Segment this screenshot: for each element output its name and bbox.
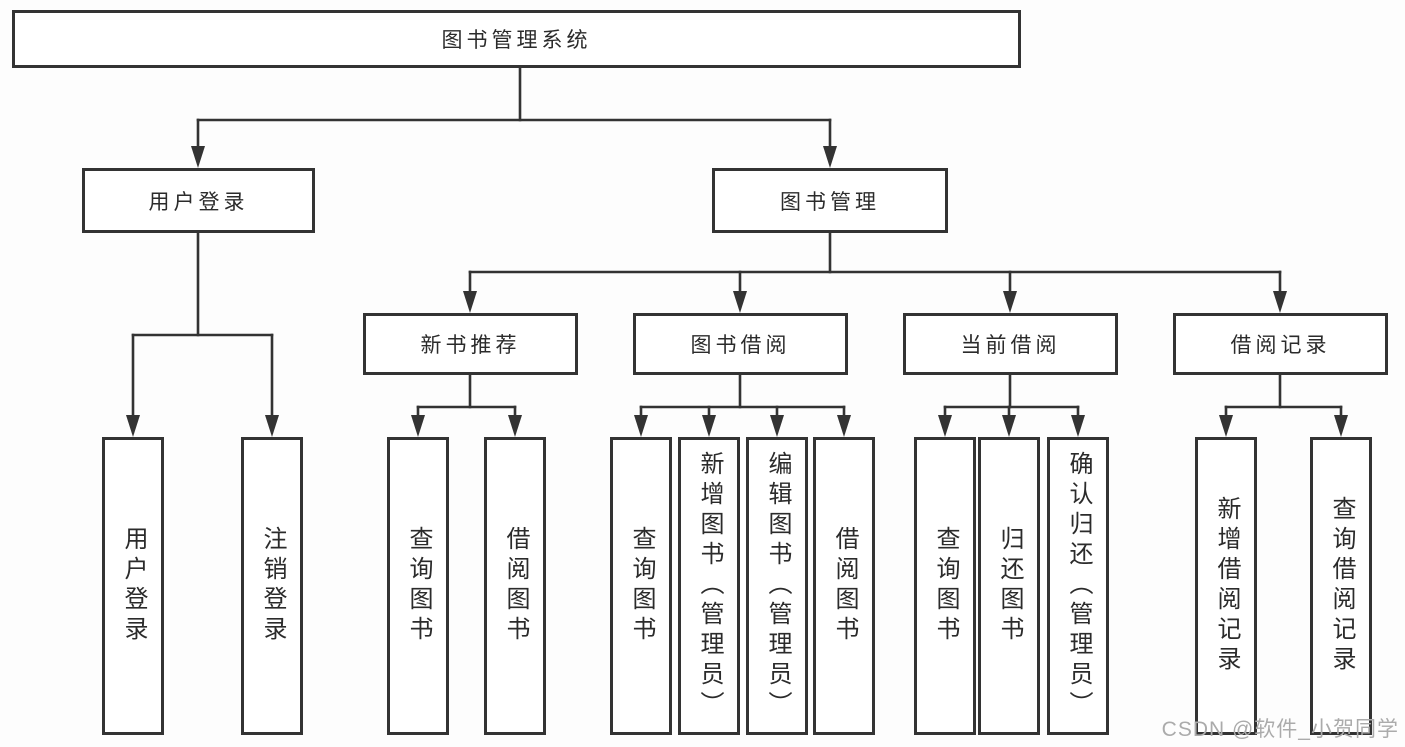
leaf-confirm-return: 确认归还（管理员） [1047,437,1109,735]
leaf-logout: 注销登录 [241,437,303,735]
csdn-watermark: CSDN @软件_小贺同学 [1161,718,1399,741]
leaf-add-books-label: 新增图书（管理员） [696,451,723,721]
leaf-query-borrow-record: 查询借阅记录 [1310,437,1372,735]
node-borrow-records-label: 借阅记录 [1230,334,1331,357]
node-book-borrow-label: 图书借阅 [690,334,791,357]
leaf-add-borrow-record-label: 新增借阅记录 [1213,496,1240,676]
leaf-query-books-c: 查询图书 [914,437,976,735]
node-borrow-records: 借阅记录 [1173,313,1388,375]
leaf-query-books-a-label: 查询图书 [405,526,432,646]
leaf-user-login-label: 用户登录 [120,526,147,646]
node-current-borrow-label: 当前借阅 [960,334,1061,357]
leaf-query-books-b-label: 查询图书 [628,526,655,646]
leaf-borrow-books-a-label: 借阅图书 [502,526,529,646]
leaf-confirm-return-label: 确认归还（管理员） [1065,451,1092,721]
node-book-mgmt-label: 图书管理 [780,190,880,214]
leaf-query-books-c-label: 查询图书 [932,526,959,646]
leaf-edit-books: 编辑图书（管理员） [746,437,808,735]
node-root: 图书管理系统 [12,10,1021,68]
node-book-mgmt: 图书管理 [712,168,948,233]
node-root-label: 图书管理系统 [441,29,592,52]
node-user-login-label: 用户登录 [148,190,249,214]
node-book-borrow: 图书借阅 [633,313,848,375]
leaf-return-books-label: 归还图书 [996,526,1023,646]
node-new-book-rec-label: 新书推荐 [420,334,521,357]
node-current-borrow: 当前借阅 [903,313,1118,375]
leaf-return-books: 归还图书 [978,437,1040,735]
node-new-book-rec: 新书推荐 [363,313,578,375]
node-user-login: 用户登录 [82,168,315,233]
leaf-borrow-books-a: 借阅图书 [484,437,546,735]
leaf-query-books-a: 查询图书 [387,437,449,735]
leaf-borrow-books-b-label: 借阅图书 [831,526,858,646]
leaf-add-books: 新增图书（管理员） [678,437,740,735]
leaf-add-borrow-record: 新增借阅记录 [1195,437,1257,735]
leaf-query-books-b: 查询图书 [610,437,672,735]
leaf-user-login: 用户登录 [102,437,164,735]
leaf-query-borrow-record-label: 查询借阅记录 [1328,496,1355,676]
leaf-logout-label: 注销登录 [259,526,286,646]
leaf-borrow-books-b: 借阅图书 [813,437,875,735]
leaf-edit-books-label: 编辑图书（管理员） [764,451,791,721]
